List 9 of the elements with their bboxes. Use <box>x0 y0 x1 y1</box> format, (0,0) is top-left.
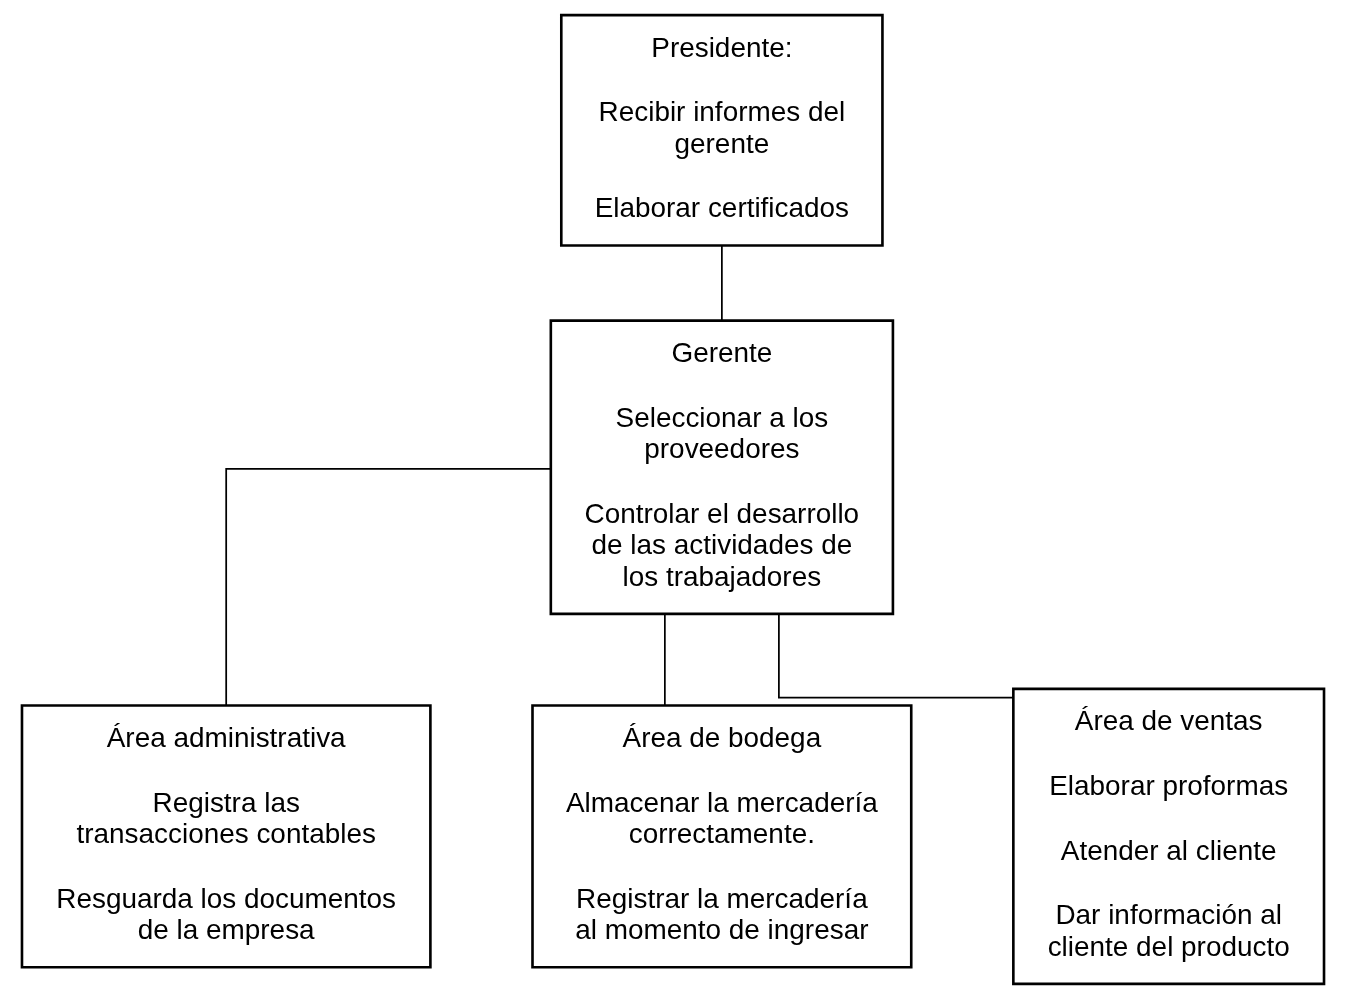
connector <box>777 613 1014 699</box>
node-box: Área administrativa Registra las transacciones contables Resguarda los documentos de la empresa <box>20 704 432 969</box>
node-box: Gerente Seleccionar a los proveedores Controlar el desarrollo de las actividades de los trabajadores <box>549 319 894 616</box>
connector <box>663 613 666 707</box>
connector <box>720 244 723 322</box>
node-box: Área de bodega Almacenar la mercadería correctamente. Registrar la mercadería al momento de ingresar <box>530 704 913 969</box>
connector <box>224 468 551 707</box>
node-box: Área de ventas Elaborar proformas Atender al cliente Dar información al cliente del producto <box>1011 687 1325 986</box>
node-box: Presidente: Recibir informes del gerente Elaborar certificados <box>559 13 884 247</box>
